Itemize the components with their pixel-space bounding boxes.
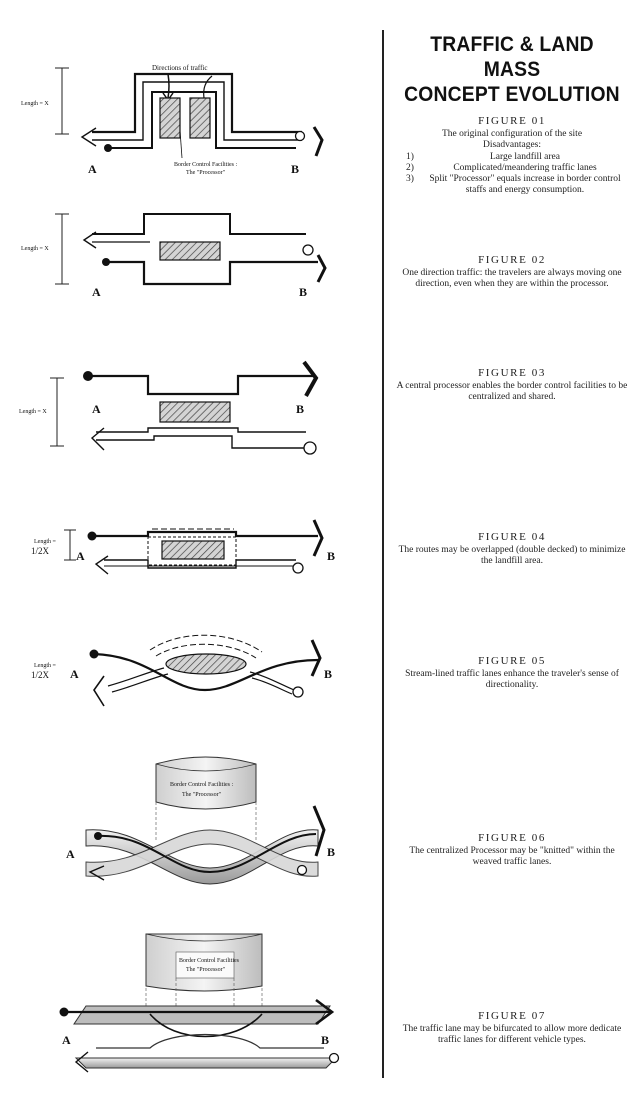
figure-04-diagram: Length = 1/2X A B — [31, 519, 335, 575]
processor-block — [161, 540, 225, 560]
length-label-bottom: 1/2X — [31, 546, 50, 556]
length-label-top: Length = — [34, 663, 56, 669]
figure-03-caption: FIGURE 03 A central processor enables th… — [396, 367, 628, 404]
processor-label-2: The "Processor" — [186, 170, 226, 176]
figure-06-caption: FIGURE 06 The centralized Processor may … — [396, 832, 628, 869]
figure-07-caption: FIGURE 07 The traffic lane may be bifurc… — [396, 1010, 628, 1047]
point-b-label: B — [296, 402, 304, 416]
point-a-label: A — [76, 549, 85, 563]
b-chevron — [312, 519, 324, 557]
point-b-label: B — [299, 285, 307, 299]
start-dot — [104, 144, 112, 152]
figure-number: FIGURE 01 — [478, 115, 546, 127]
end-dot — [328, 1052, 340, 1064]
processor-label-1: Border Control Facilities — [179, 958, 240, 964]
length-label: Length = X — [21, 246, 49, 252]
figure-01-diagram: Length = X Directions of traffic Border … — [21, 64, 324, 176]
b-chevron — [312, 805, 326, 857]
figure-number: FIGURE 03 — [478, 367, 546, 379]
point-b-label: B — [327, 845, 335, 859]
end-dot — [292, 562, 304, 574]
figure-number: FIGURE 04 — [478, 531, 546, 543]
figure-05-diagram: Length = 1/2X A B — [31, 634, 332, 707]
caption-line: Disadvantages: — [482, 140, 542, 151]
b-chevron — [315, 998, 335, 1026]
start-dot — [94, 832, 102, 840]
end-dot — [296, 864, 308, 876]
end-dot — [303, 441, 317, 455]
caption-line: The routes may be overlapped (double dec… — [398, 545, 626, 567]
figure-number: FIGURE 02 — [478, 254, 546, 266]
processor-block — [159, 401, 231, 423]
start-dot — [102, 258, 110, 266]
processor-block — [165, 653, 247, 675]
figure-number: FIGURE 06 — [478, 832, 546, 844]
processor-label-2: The "Processor" — [182, 792, 222, 798]
end-dot — [292, 686, 304, 698]
processor-block-left — [159, 97, 181, 139]
b-chevron — [316, 254, 327, 283]
column-divider — [382, 30, 384, 1078]
processor-block — [159, 241, 221, 261]
figure-04-caption: FIGURE 04 The routes may be overlapped (… — [396, 531, 628, 568]
point-a-label: A — [92, 285, 101, 299]
processor-label-1: Border Control Facilities : — [174, 162, 237, 168]
list-item: 1)Large landfill area — [406, 151, 560, 162]
page-title: TRAFFIC & LAND MASS CONCEPT EVOLUTION — [402, 32, 623, 107]
caption-line: The traffic lane may be bifurcated to al… — [402, 1024, 622, 1046]
start-dot — [87, 531, 97, 541]
start-dot — [83, 371, 93, 381]
length-label-top: Length = — [34, 539, 56, 545]
figure-05-caption: FIGURE 05 Stream-lined traffic lanes enh… — [396, 655, 628, 692]
figure-01-caption: FIGURE 01 The original configuration of … — [396, 115, 628, 197]
list-item: 2)Complicated/meandering traffic lanes — [406, 162, 597, 173]
processor-block-right — [189, 97, 211, 139]
figure-number: FIGURE 05 — [478, 655, 546, 667]
page-title-line-1: TRAFFIC & LAND MASS — [430, 33, 594, 81]
end-dot — [302, 244, 314, 256]
list-item: 3)Split "Processor" equals increase in b… — [406, 174, 621, 196]
processor-label-1: Border Control Facilities : — [170, 782, 233, 788]
directions-label: Directions of traffic — [152, 64, 207, 72]
b-chevron — [302, 360, 319, 397]
point-a-label: A — [66, 847, 75, 861]
point-a-label: A — [92, 402, 101, 416]
point-a-label: A — [62, 1033, 71, 1047]
point-b-label: B — [321, 1033, 329, 1047]
disadvantages-list: 1)Large landfill area 2)Complicated/mean… — [396, 152, 628, 197]
b-chevron — [312, 126, 324, 157]
start-dot — [89, 649, 99, 659]
length-label: Length = X — [21, 101, 49, 107]
start-dot — [59, 1007, 69, 1017]
b-chevron — [310, 639, 322, 677]
point-b-label: B — [291, 162, 299, 176]
length-label: Length = X — [19, 409, 47, 415]
caption-line: The original configuration of the site — [441, 129, 583, 140]
page-title-line-2: CONCEPT EVOLUTION — [404, 83, 620, 106]
figure-02-caption: FIGURE 02 One direction traffic: the tra… — [396, 254, 628, 291]
caption-line: A central processor enables the border c… — [396, 381, 628, 403]
point-b-label: B — [327, 549, 335, 563]
processor-label-2: The "Processor" — [186, 967, 226, 973]
figure-06-diagram: Border Control Facilities : The "Process… — [66, 756, 335, 885]
length-label-bottom: 1/2X — [31, 670, 50, 680]
figure-number: FIGURE 07 — [478, 1010, 546, 1022]
figure-02-diagram: Length = X A B — [21, 213, 327, 299]
end-dot — [294, 130, 306, 142]
caption-line: One direction traffic: the travelers are… — [402, 268, 622, 290]
caption-line: Stream-lined traffic lanes enhance the t… — [405, 669, 619, 691]
point-a-label: A — [70, 667, 79, 681]
point-b-label: B — [324, 667, 332, 681]
point-a-label: A — [88, 162, 97, 176]
caption-line: The centralized Processor may be "knitte… — [409, 846, 615, 868]
figure-03-diagram: Length = X A B — [19, 360, 319, 455]
length-dimension: Length = X — [21, 67, 69, 135]
figure-07-diagram: Border Control Facilities The "Processor… — [59, 933, 340, 1073]
